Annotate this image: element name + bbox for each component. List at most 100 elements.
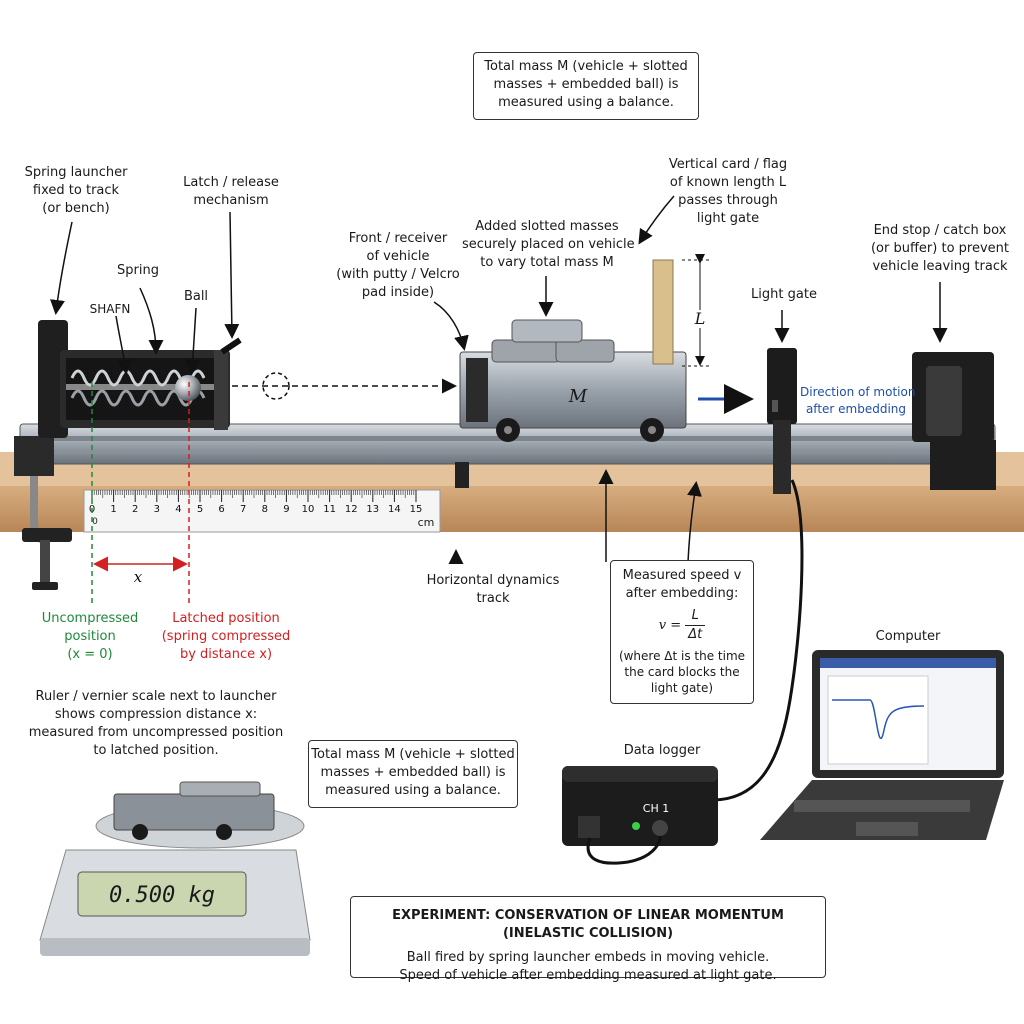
ruler-tick-label: 6 — [218, 504, 224, 515]
balance-note-top: Total mass M (vehicle + slotted masses +… — [473, 52, 699, 120]
label-end-stop-line1: End stop / catch box — [873, 223, 1007, 238]
bench-clamp — [14, 436, 72, 590]
ruler-tick-label: 2 — [132, 504, 138, 515]
light-gate — [767, 348, 797, 494]
label-spring-launcher-line3: (or bench) — [42, 201, 110, 216]
ruler-tick-label: 7 — [240, 504, 246, 515]
label-uncompressed-line2: position — [64, 629, 116, 644]
end-stop — [912, 352, 996, 490]
label-direction: Direction of motion after embedding — [800, 384, 916, 418]
laptop — [760, 650, 1004, 840]
ball — [175, 375, 201, 401]
label-uncompressed-line3: (x = 0) — [67, 647, 113, 662]
ruler-unit: cm — [417, 516, 435, 529]
label-ch1: CH 1 — [642, 802, 670, 815]
label-front-receiver-line3: (with putty / Velcro — [336, 267, 460, 282]
ruler: 0123456789101112131415 — [83, 489, 441, 533]
label-shaft: SHAFN — [89, 302, 131, 316]
speed-box-note-line1: (where Δt is the time — [618, 649, 746, 663]
speed-box-note-line2: the card blocks the — [624, 665, 740, 679]
label-card-flag-line4: light gate — [696, 211, 760, 226]
balance-scale — [39, 781, 311, 956]
label-spring-launcher-line1: Spring launcher — [24, 165, 128, 180]
experiment-title-box: EXPERIMENT: CONSERVATION OF LINEAR MOMEN… — [350, 896, 826, 983]
label-slotted-masses-line2: securely placed on vehicle — [462, 237, 635, 252]
label-ruler-note-line3: measured from uncompressed position — [28, 725, 284, 740]
label-latched-line2: (spring compressed — [161, 629, 291, 644]
balance-note-mid-line1: Total mass M (vehicle + slotted — [311, 747, 515, 762]
label-front-receiver-line4: pad inside) — [361, 285, 435, 300]
label-vehicle-mass: M — [568, 386, 588, 407]
label-direction-line1: Direction of motion — [800, 385, 916, 399]
ruler-zero-label: 0 — [92, 517, 98, 527]
vehicle — [459, 351, 687, 442]
label-ball: Ball — [183, 289, 209, 304]
speed-formula-lhs: v = — [658, 618, 682, 633]
label-ruler-note-line2: shows compression distance x: — [54, 707, 258, 722]
label-uncompressed-line1: Uncompressed — [41, 611, 139, 626]
data-logger — [562, 766, 718, 846]
label-end-stop-line3: vehicle leaving track — [872, 259, 1008, 274]
ruler-tick-label: 14 — [388, 504, 401, 515]
scale-display-reading: 0.500 kg — [109, 883, 215, 908]
label-x: x — [133, 568, 143, 586]
label-end-stop-line2: (or buffer) to prevent — [870, 241, 1010, 256]
speed-formula-numerator: L — [685, 607, 706, 626]
label-latch-line1: Latch / release — [183, 175, 279, 190]
label-uncompressed: Uncompressed position (x = 0) — [22, 610, 158, 664]
slotted-masses — [491, 319, 615, 363]
label-front-receiver-line2: of vehicle — [366, 249, 430, 264]
label-spring: Spring — [117, 263, 159, 278]
label-ruler-note: Ruler / vernier scale next to launcher s… — [16, 688, 296, 760]
ruler-tick-label: 3 — [154, 504, 160, 515]
balance-note-top-line3: measured using a balance. — [498, 95, 674, 110]
label-latched-line3: by distance x) — [179, 647, 273, 662]
label-computer: Computer — [875, 629, 941, 644]
label-track-line2: track — [476, 591, 510, 606]
experiment-line2: Speed of vehicle after embedding measure… — [399, 968, 777, 983]
ruler-tick-label: 9 — [283, 504, 289, 515]
ruler-tick-label: 13 — [366, 504, 379, 515]
label-slotted-masses: Added slotted masses securely placed on … — [462, 218, 635, 272]
label-end-stop: End stop / catch box (or buffer) to prev… — [866, 222, 1014, 276]
label-ruler-note-line4: to latched position. — [93, 743, 219, 758]
label-track: Horizontal dynamics track — [420, 572, 566, 608]
label-pointers — [50, 195, 948, 564]
speed-box-line2: after embedding: — [625, 586, 739, 601]
logger-usb-cable — [586, 835, 662, 865]
speed-formula-denominator: Δt — [688, 627, 703, 642]
balance-note-mid-line3: measured using a balance. — [325, 783, 501, 798]
experiment-title: EXPERIMENT: CONSERVATION OF LINEAR MOMEN… — [392, 908, 784, 941]
label-latch-line2: mechanism — [193, 193, 269, 208]
experiment-line1: Ball fired by spring launcher embeds in … — [406, 950, 770, 965]
balance-note-mid-line2: masses + embedded ball) is — [320, 765, 506, 780]
label-card-flag: Vertical card / flag of known length L p… — [658, 156, 798, 228]
label-card-flag-line1: Vertical card / flag — [668, 157, 788, 172]
label-latch: Latch / release mechanism — [168, 174, 294, 210]
label-card-length: L — [688, 310, 712, 328]
ruler-tick-label: 4 — [175, 504, 181, 515]
ruler-tick-label: 8 — [262, 504, 268, 515]
label-card-flag-line3: passes through — [678, 193, 778, 208]
ruler-tick-label: 1 — [110, 504, 116, 515]
latch-mechanism — [214, 337, 242, 430]
speed-box-note-line3: light gate) — [650, 681, 714, 695]
label-light-gate: Light gate — [751, 287, 817, 302]
speed-formula: v = L Δt — [611, 607, 753, 644]
light-gate-cable — [711, 479, 804, 802]
label-slotted-masses-line1: Added slotted masses — [475, 219, 619, 234]
label-direction-line2: after embedding — [805, 402, 907, 416]
ruler-tick-label: 10 — [302, 504, 315, 515]
label-latched: Latched position (spring compressed by d… — [156, 610, 296, 664]
card-flag — [652, 259, 674, 365]
ruler-tick-label: 5 — [197, 504, 203, 515]
balance-note-top-line2: masses + embedded ball) is — [493, 77, 679, 92]
speed-formula-box: Measured speed v after embedding: v = L … — [610, 560, 754, 704]
ruler-tick-label: 11 — [323, 504, 336, 515]
label-spring-launcher-line2: fixed to track — [32, 183, 120, 198]
label-card-flag-line2: of known length L — [669, 175, 787, 190]
label-track-line1: Horizontal dynamics — [426, 573, 560, 588]
label-front-receiver: Front / receiver of vehicle (with putty … — [328, 230, 468, 302]
label-latched-line1: Latched position — [172, 611, 280, 626]
